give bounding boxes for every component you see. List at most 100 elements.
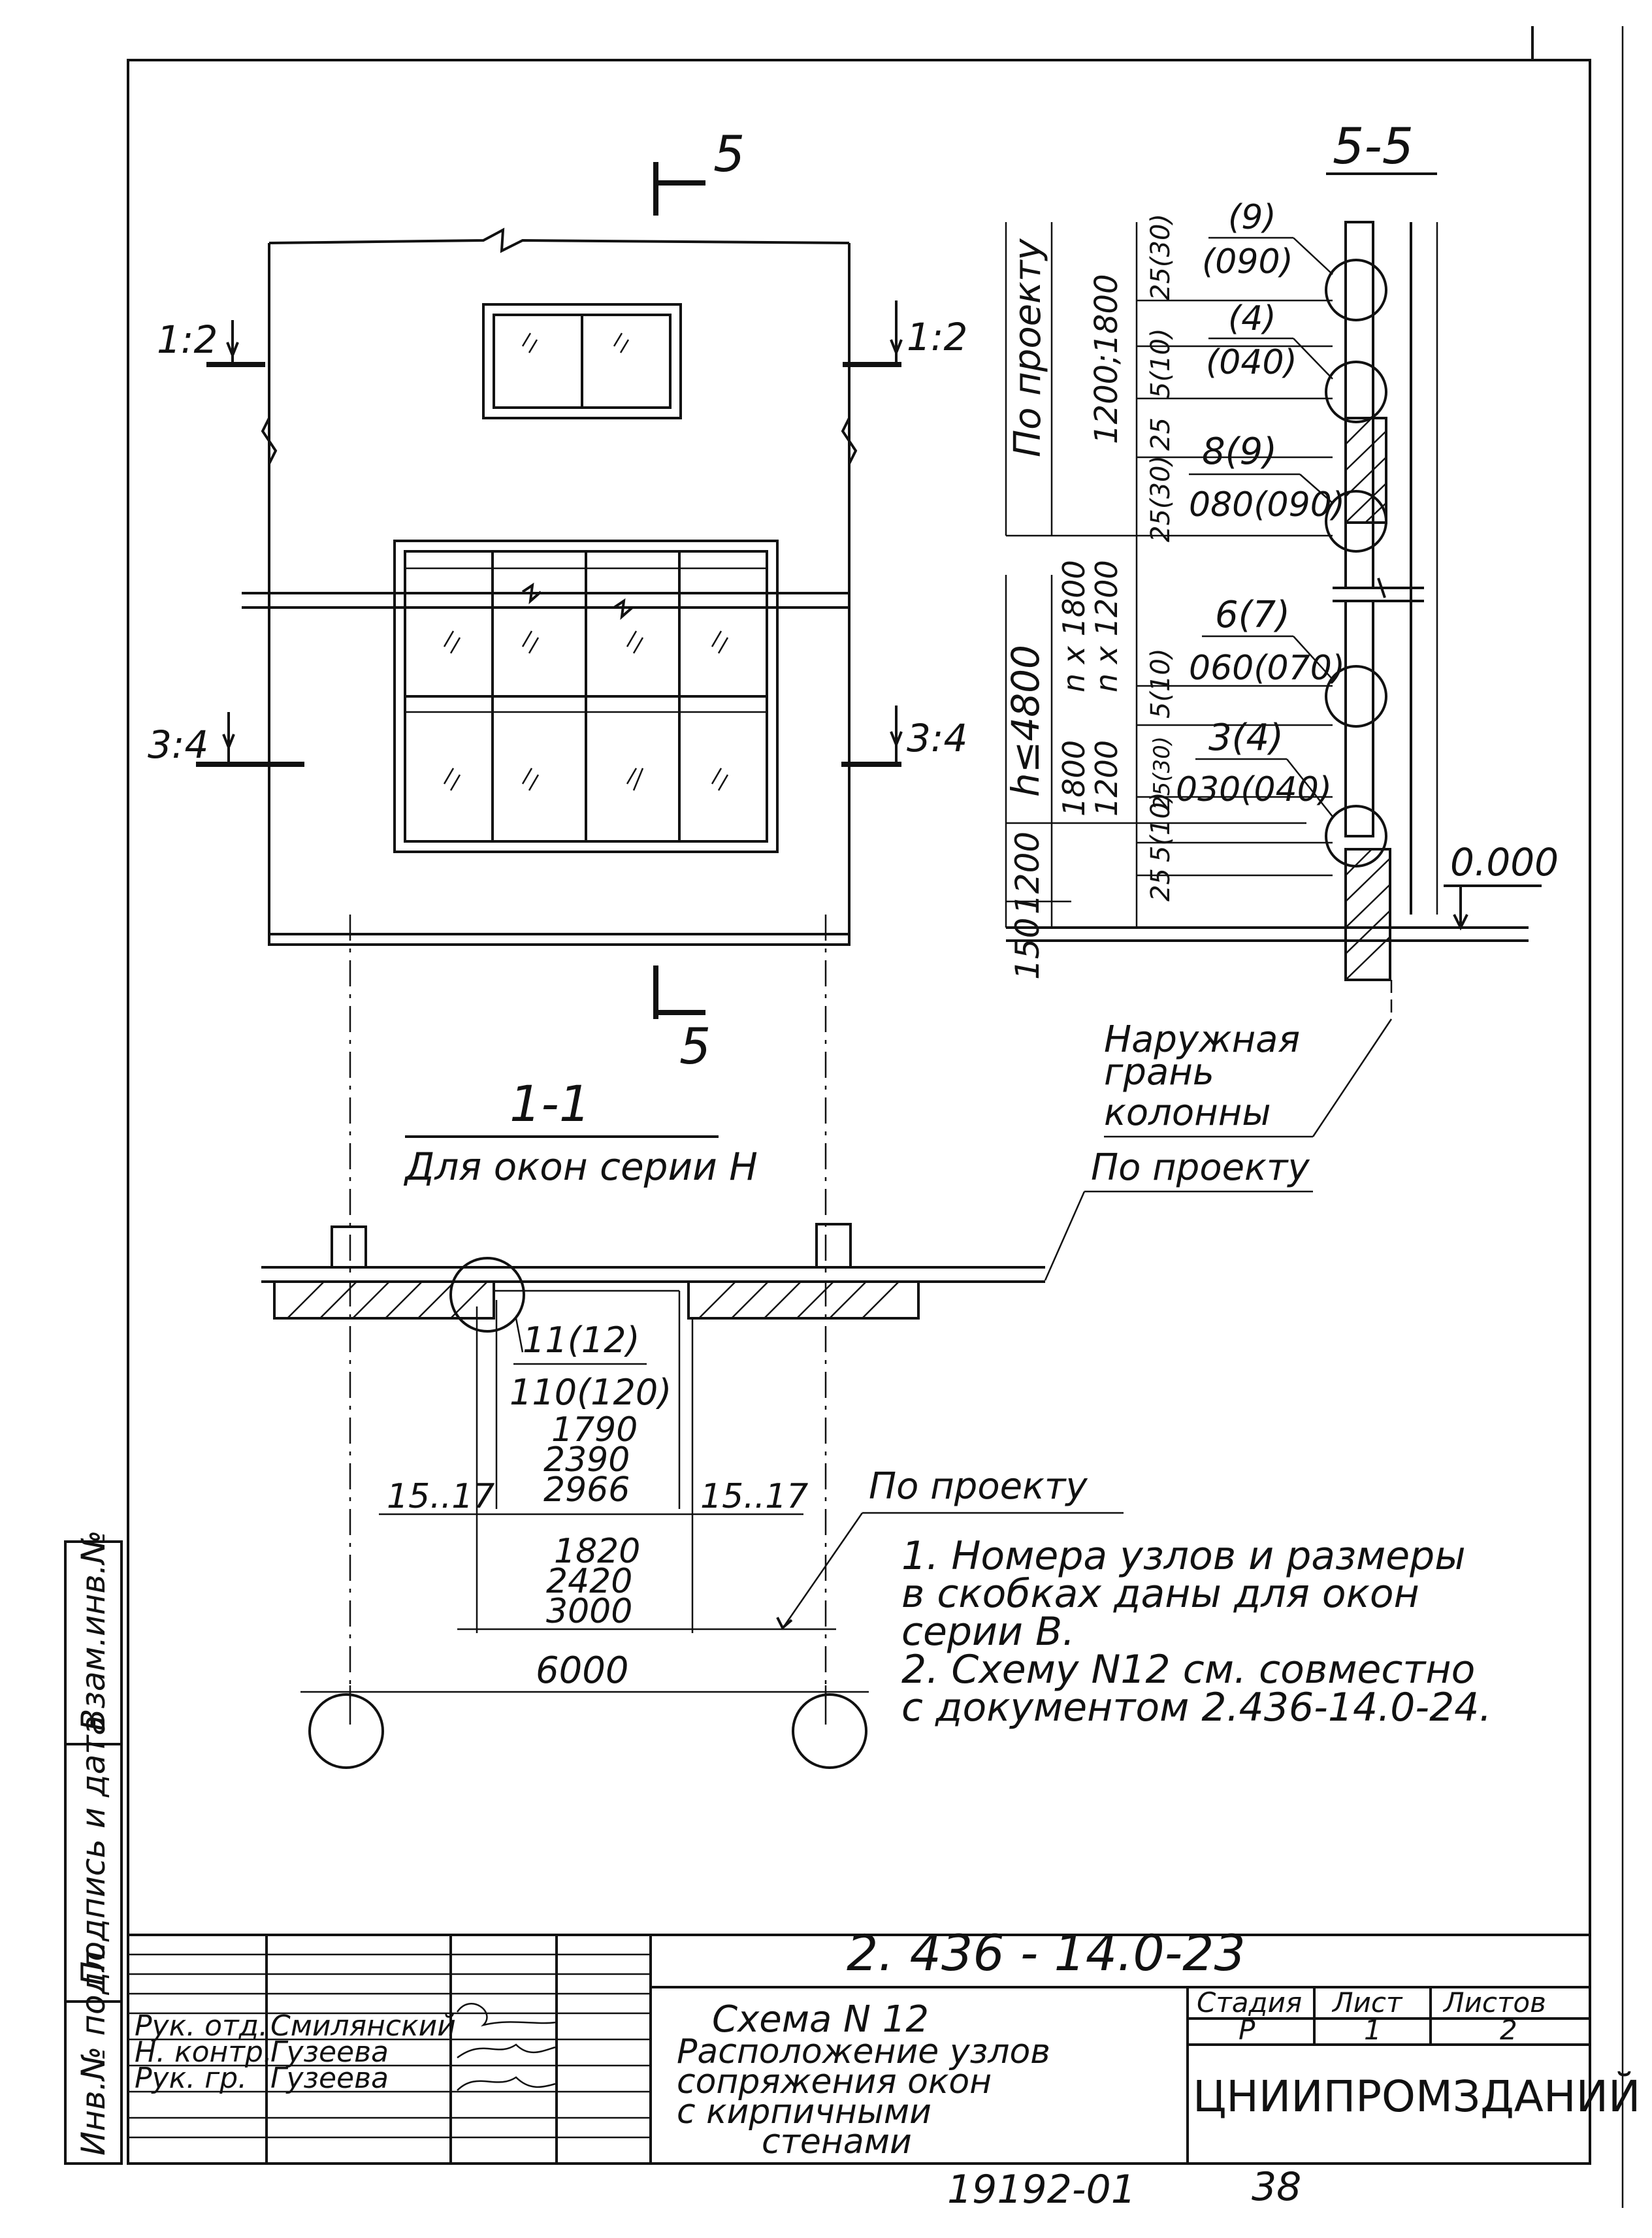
dim-1800: 1800 xyxy=(1056,740,1092,817)
opening-2390: 2390 xyxy=(543,1440,630,1480)
plan-column-left xyxy=(331,1225,367,1269)
section-5-5-title: 5-5 xyxy=(1333,117,1414,175)
organization: ЦНИИПРОМЗДАНИЙ xyxy=(1193,2071,1640,2122)
name-0: Смилянский xyxy=(270,2009,456,2043)
svg-text:Наружная: Наружная xyxy=(1104,1018,1300,1061)
lower-window xyxy=(242,540,849,853)
gap-right: 15..17 xyxy=(700,1477,808,1516)
section-1-1: 1-1 Для окон серии Н По проекту xyxy=(261,1075,1313,1769)
dim-25-30-b: 25(30) xyxy=(1146,455,1176,542)
dim-per-project-vertical: По проекту xyxy=(1007,238,1049,457)
dim-n1200: n x 1200 xyxy=(1089,560,1124,692)
note-line-5: с документом 2.436-14.0-24. xyxy=(901,1685,1492,1730)
sheet-label: Лист xyxy=(1331,1987,1403,2019)
dim-1200b: 1200 xyxy=(1009,832,1046,915)
section-mark-bottom-label: 5 xyxy=(679,1017,711,1075)
upper-window xyxy=(482,303,682,419)
section-1-1-subtitle: Для окон серии Н xyxy=(403,1144,758,1189)
sheets-value: 2 xyxy=(1500,2014,1517,2046)
win-1820: 1820 xyxy=(554,1532,640,1571)
span-6000: 6000 xyxy=(536,1649,629,1692)
node-11-code: 110(120) xyxy=(510,1372,672,1413)
note-line-1: 1. Номера узлов и размеры xyxy=(901,1533,1466,1579)
role-2: Рук. гр. xyxy=(135,2062,247,2095)
dim-150: 150 xyxy=(1009,918,1046,980)
dim-25-c: 25 xyxy=(1146,868,1176,901)
svg-text:3(4): 3(4) xyxy=(1208,717,1284,759)
section-mark-bottom: 5 xyxy=(653,965,711,1075)
svg-text:грань: грань xyxy=(1104,1051,1214,1094)
node-circle-11 xyxy=(449,1257,525,1333)
name-1: Гузеева xyxy=(270,2035,389,2069)
svg-text:(090): (090) xyxy=(1202,242,1293,282)
opening-1790: 1790 xyxy=(551,1410,638,1450)
dim-5-10-c: 5(10) xyxy=(1146,792,1176,862)
cut-3-4-left: 3:4 xyxy=(148,722,208,767)
inventory-number: 19192-01 xyxy=(947,2167,1136,2213)
level-mark: 0.000 xyxy=(1444,840,1559,931)
stage-value: Р xyxy=(1239,2014,1255,2046)
dim-1200-1800: 1200;1800 xyxy=(1088,274,1125,444)
svg-text:8(9): 8(9) xyxy=(1202,430,1277,473)
note-line-2: в скобках даны для окон xyxy=(901,1571,1419,1617)
cut-3-4-right: 3:4 xyxy=(907,716,967,760)
opening-2966: 2966 xyxy=(543,1470,630,1510)
node-label-9: (9) (090) xyxy=(1202,198,1333,282)
node-circle-3 xyxy=(1325,805,1387,868)
node-label-3: 3(4) 030(040) xyxy=(1176,717,1333,817)
svg-text:(040): (040) xyxy=(1206,343,1297,382)
cut-1-2-right: 1:2 xyxy=(907,315,967,359)
footer: 19192-01 38 xyxy=(947,2164,1301,2213)
node-11-num: 11(12) xyxy=(523,1320,640,1361)
svg-text:0.000: 0.000 xyxy=(1450,840,1559,884)
note-line-4: 2. Схему N12 см. совместно xyxy=(901,1647,1475,1693)
grid-axis-left xyxy=(308,1693,384,1769)
note-line-3: серии В. xyxy=(901,1609,1075,1655)
gap-left: 15..17 xyxy=(387,1477,494,1516)
dim-25-b: 25 xyxy=(1146,417,1176,451)
sheets-label: Листов xyxy=(1442,1987,1546,2019)
dim-5-10-b: 5(10) xyxy=(1146,648,1176,719)
dim-h: h≤4800 xyxy=(1003,645,1048,797)
role-0: Рук. отд. xyxy=(135,2009,268,2043)
dim-1200a: 1200 xyxy=(1089,740,1124,817)
plan-hatch xyxy=(287,1281,899,1319)
page-number: 38 xyxy=(1252,2164,1301,2210)
section-5-5: 5-5 xyxy=(1003,117,1559,1138)
svg-text:(4): (4) xyxy=(1228,299,1276,338)
svg-text:(9): (9) xyxy=(1228,198,1276,237)
cut-marks: 1:2 1:2 3:4 3:4 xyxy=(148,300,967,767)
cut-1-2-left: 1:2 xyxy=(157,317,218,362)
plan-column-right xyxy=(815,1223,852,1269)
node-label-8: 8(9) 080(090) xyxy=(1189,430,1345,525)
per-project-bottom: По проекту xyxy=(869,1465,1088,1508)
svg-text:060(070): 060(070) xyxy=(1189,649,1345,688)
node-circle-6 xyxy=(1325,665,1387,728)
dim-25-30-a: 25(30) xyxy=(1146,214,1176,300)
title-block: Рук. отд. Смилянский Н. контр. Гузеева Р… xyxy=(127,1924,1640,2165)
node-label-4: (4) (040) xyxy=(1206,299,1333,382)
wall-elevation: 5 5 1:2 1:2 3:4 3:4 xyxy=(148,125,967,1698)
node-circle-8 xyxy=(1325,490,1387,553)
title-line-5: стенами xyxy=(762,2122,912,2162)
dim-25-30-c: 25(30) xyxy=(1149,736,1175,810)
side-vzam-inv: Взам.инв.№ xyxy=(74,1530,112,1731)
dim-n1800: n x 1800 xyxy=(1056,560,1092,692)
svg-text:080(090): 080(090) xyxy=(1189,485,1345,525)
section-1-1-title: 1-1 xyxy=(510,1075,591,1133)
dim-5-10-a: 5(10) xyxy=(1146,328,1176,398)
grid-axis-right xyxy=(792,1693,867,1769)
role-1: Н. контр. xyxy=(135,2035,272,2069)
title-line-3: сопряжения окон xyxy=(677,2062,992,2101)
general-notes: 1. Номера узлов и размеры в скобках даны… xyxy=(901,1533,1492,1730)
node-label-6: 6(7) 060(070) xyxy=(1189,594,1345,688)
per-project-top: По проекту xyxy=(1091,1146,1310,1189)
name-2: Гузеева xyxy=(270,2062,389,2095)
doc-code: 2. 436 - 14.0-23 xyxy=(847,1924,1246,1982)
svg-text:030(040): 030(040) xyxy=(1176,770,1332,809)
side-inv-podl: Инв.№ подл. xyxy=(74,1941,112,2156)
side-signature-date: Подпись и дата xyxy=(74,1715,112,1986)
title-line-4: с кирпичными xyxy=(677,2092,931,2132)
sheet-value: 1 xyxy=(1364,2014,1382,2046)
